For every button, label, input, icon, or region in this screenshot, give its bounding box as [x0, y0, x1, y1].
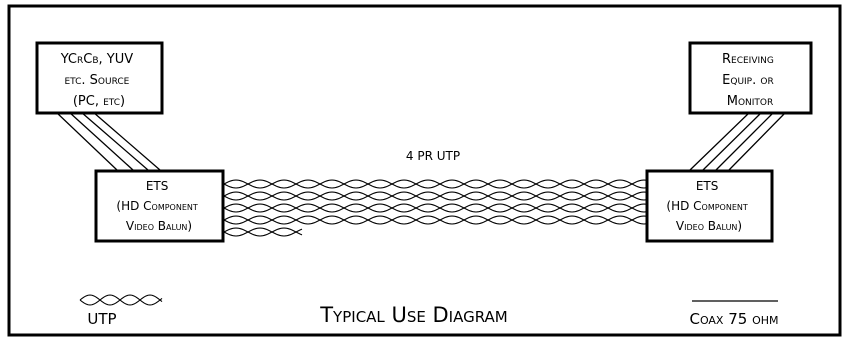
legend-utp-strand — [79, 294, 163, 306]
utp-pair-2 — [223, 191, 647, 201]
receiver-box-label: Receiving Equip. or Monitor — [722, 52, 778, 109]
utp-pair-4 — [223, 215, 647, 225]
utp-pair-4 — [223, 215, 647, 225]
utp-pair-spare — [223, 227, 303, 237]
utp-pair-spare — [223, 227, 303, 237]
utp-pair-2 — [223, 191, 647, 201]
utp-spare-pair — [223, 227, 303, 237]
diagram-title: Typical Use Diagram — [319, 303, 508, 327]
legend-utp-symbol — [79, 294, 163, 306]
utp-pair-3 — [223, 203, 647, 213]
cable-label: 4 PR UTP — [406, 149, 460, 163]
utp-pair-3 — [223, 203, 647, 213]
coax-link-left — [55, 111, 161, 171]
utp-cable-bundle — [223, 179, 647, 225]
diagram-frame — [7, 4, 842, 337]
receiver-box — [688, 41, 813, 115]
source-box — [35, 41, 164, 115]
left-balun-box — [94, 169, 225, 243]
left-balun-label: ETS (HD Component Video Balun) — [116, 179, 201, 233]
utp-pair-1 — [223, 179, 647, 189]
right-balun-label: ETS (HD Component Video Balun) — [666, 179, 751, 233]
legend-utp-label: UTP — [87, 310, 116, 328]
legend-coax-label: Coax 75 ohm — [689, 310, 778, 328]
source-box-label: YCrCb, YUV etc. Source (PC, etc) — [60, 52, 138, 109]
legend-utp-strand — [79, 294, 163, 306]
coax-link-right — [689, 111, 787, 171]
right-balun-box — [645, 169, 774, 243]
utp-pair-1 — [223, 179, 647, 189]
